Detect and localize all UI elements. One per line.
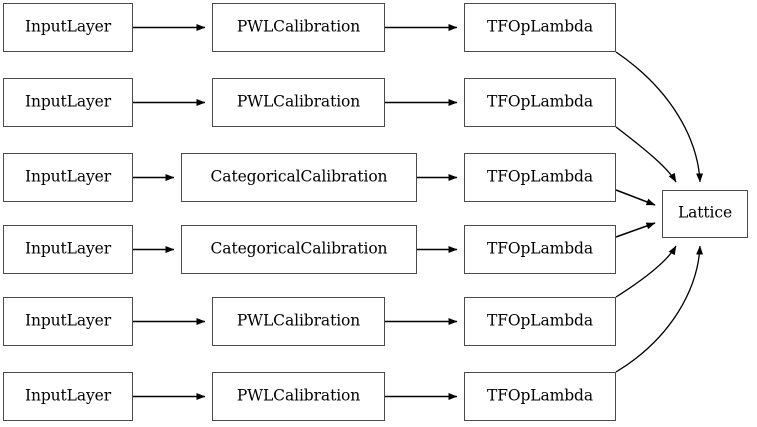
node-label: TFOpLambda <box>486 311 594 330</box>
node-lattice[interactable]: Lattice <box>662 190 748 238</box>
edge-r4-tfop-to-lattice <box>615 222 656 238</box>
node-tfoplambda-row1[interactable]: TFOpLambda <box>464 3 616 52</box>
node-label: PWLCalibration <box>236 92 361 111</box>
node-label: InputLayer <box>24 311 112 330</box>
node-label: TFOpLambda <box>486 17 594 36</box>
node-label: PWLCalibration <box>236 17 361 36</box>
node-label: InputLayer <box>24 386 112 405</box>
node-inputlayer-row5[interactable]: InputLayer <box>3 297 133 346</box>
node-label: InputLayer <box>24 167 112 186</box>
node-inputlayer-row3[interactable]: InputLayer <box>3 153 133 202</box>
node-tfoplambda-row5[interactable]: TFOpLambda <box>464 297 616 346</box>
node-categoricalcalibration-row4[interactable]: CategoricalCalibration <box>181 225 417 274</box>
node-inputlayer-row2[interactable]: InputLayer <box>3 78 133 127</box>
edge-r3-tfop-to-lattice <box>615 189 656 206</box>
node-inputlayer-row6[interactable]: InputLayer <box>3 372 133 421</box>
edge-r6-tfop-to-lattice <box>615 245 704 373</box>
node-tfoplambda-row2[interactable]: TFOpLambda <box>464 78 616 127</box>
node-categoricalcalibration-row3[interactable]: CategoricalCalibration <box>181 153 417 202</box>
edge-r5-tfop-to-lattice <box>615 245 677 298</box>
node-pwlcalibration-row1[interactable]: PWLCalibration <box>212 3 385 52</box>
node-label: PWLCalibration <box>236 311 361 330</box>
edge-r2-tfop-to-lattice <box>615 126 677 183</box>
node-tfoplambda-row3[interactable]: TFOpLambda <box>464 153 616 202</box>
node-label: TFOpLambda <box>486 167 594 186</box>
node-pwlcalibration-row6[interactable]: PWLCalibration <box>212 372 385 421</box>
node-label: InputLayer <box>24 239 112 258</box>
node-label: Lattice <box>677 203 733 222</box>
node-label: InputLayer <box>24 92 112 111</box>
node-pwlcalibration-row2[interactable]: PWLCalibration <box>212 78 385 127</box>
node-label: InputLayer <box>24 17 112 36</box>
node-tfoplambda-row6[interactable]: TFOpLambda <box>464 372 616 421</box>
node-label: PWLCalibration <box>236 386 361 405</box>
edge-r1-tfop-to-lattice <box>615 51 704 183</box>
node-tfoplambda-row4[interactable]: TFOpLambda <box>464 225 616 274</box>
node-pwlcalibration-row5[interactable]: PWLCalibration <box>212 297 385 346</box>
node-inputlayer-row4[interactable]: InputLayer <box>3 225 133 274</box>
node-label: TFOpLambda <box>486 239 594 258</box>
node-inputlayer-row1[interactable]: InputLayer <box>3 3 133 52</box>
node-label: CategoricalCalibration <box>210 239 388 258</box>
node-label: TFOpLambda <box>486 92 594 111</box>
node-label: CategoricalCalibration <box>210 167 388 186</box>
node-label: TFOpLambda <box>486 386 594 405</box>
